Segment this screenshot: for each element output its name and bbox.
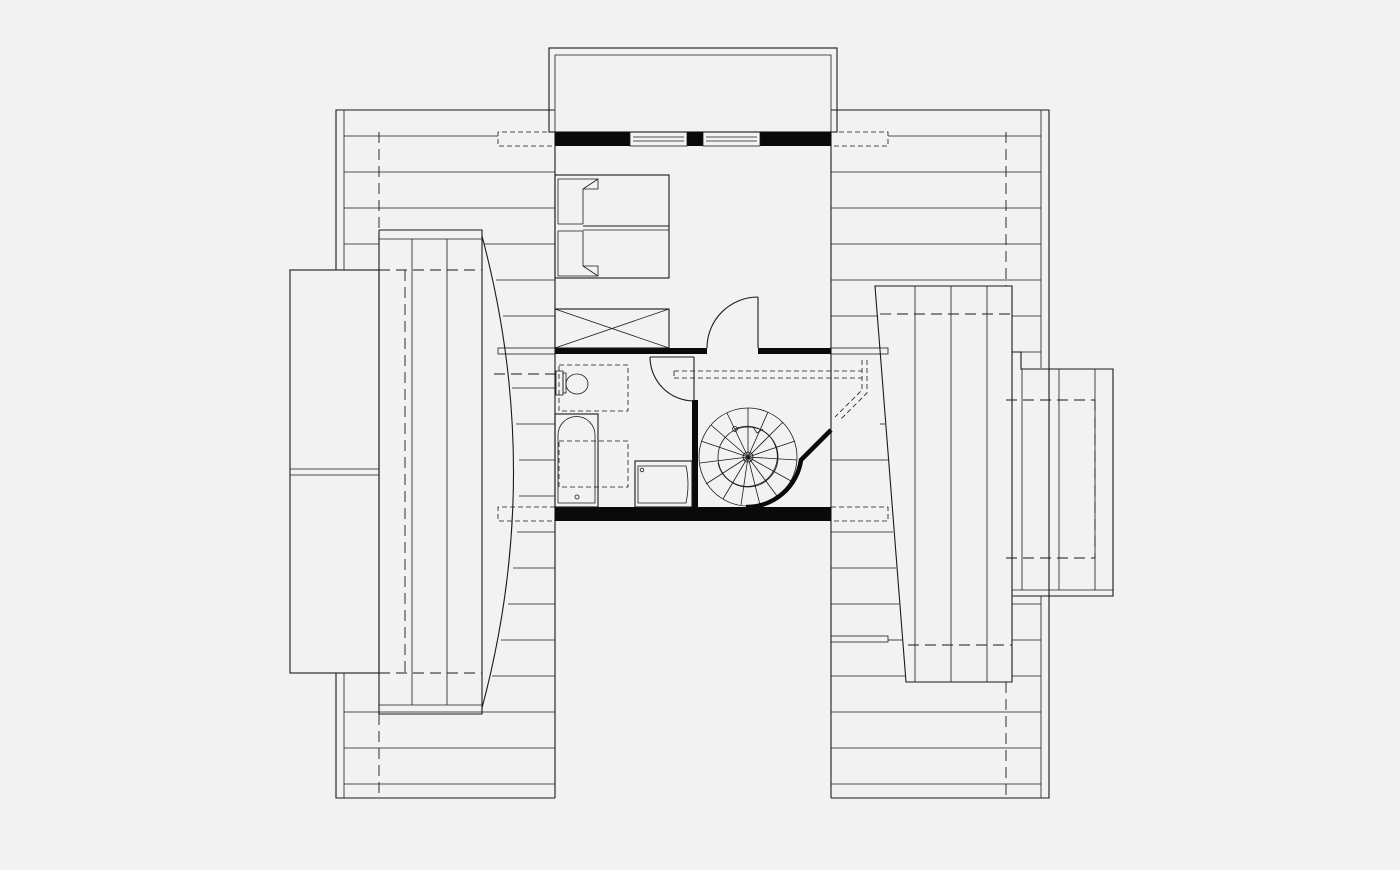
wardrobe (554, 308, 670, 349)
dormer-left (289, 229, 515, 715)
bathtub (554, 413, 629, 508)
balcony-top (548, 47, 838, 133)
roof-right (831, 109, 1050, 799)
toilet (555, 364, 629, 412)
roof-left (335, 109, 555, 799)
spiral-staircase (698, 407, 833, 510)
twin-bed (554, 174, 670, 279)
bedroom (554, 174, 759, 402)
door (649, 296, 759, 402)
house-body (494, 131, 889, 798)
shower-tray (634, 460, 693, 508)
dormer-right (874, 285, 1114, 683)
roof-windows (629, 131, 761, 147)
bathroom (554, 364, 693, 508)
